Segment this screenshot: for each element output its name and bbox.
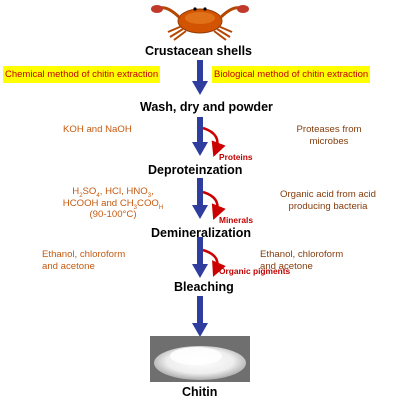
chitin-powder-image	[150, 336, 250, 382]
biological-reagent-deproteinization: Proteases from microbes	[296, 124, 362, 147]
removal-arrow-minerals	[202, 190, 226, 220]
arrow-5	[192, 296, 208, 337]
removed-proteins-label: Proteins	[219, 152, 253, 162]
removed-minerals-label: Minerals	[219, 215, 253, 225]
step-bleaching-label: Bleaching	[174, 280, 234, 294]
chemical-reagent-line-3: (90-100°C)	[89, 209, 137, 220]
arrow-4	[192, 237, 208, 278]
removed-pigments-label: Organic pigments	[219, 266, 291, 276]
flow-arrows	[192, 60, 208, 337]
chemical-reagent-demineralization: H2SO4, HCl, HNO3, HCOOH and CH3COOH (90-…	[48, 186, 178, 221]
biological-reagent-bleaching: Ethanol, chloroform and acetone	[260, 249, 344, 272]
product-label: Chitin	[182, 385, 218, 399]
crab-icon	[151, 5, 249, 41]
step-demineralization-label: Demineralization	[151, 226, 252, 240]
chemical-reagent-line-2: HCOOH and CH3COOH	[62, 197, 164, 211]
chemical-method-label: Chemical method of chitin extraction	[3, 66, 161, 83]
step-wash-label: Wash, dry and powder	[140, 100, 273, 114]
arrow-1	[192, 60, 208, 95]
removal-arrow-proteins	[202, 126, 226, 158]
chemical-reagent-deproteinization: KOH and NaOH	[63, 124, 132, 135]
biological-method-label: Biological method of chitin extraction	[212, 66, 371, 83]
removal-arrows	[202, 126, 226, 277]
source-label: Crustacean shells	[145, 44, 252, 58]
chemical-reagent-bleaching: Ethanol, chloroform and acetone	[42, 249, 126, 272]
removal-arrow-pigments	[202, 248, 226, 277]
arrow-3	[192, 178, 208, 219]
biological-reagent-demineralization: Organic acid from acid producing bacteri…	[280, 189, 376, 212]
arrow-2	[192, 117, 208, 156]
chemical-reagent-line-1: H2SO4, HCl, HNO3,	[72, 186, 154, 199]
step-deproteinization-label: Deproteinzation	[148, 163, 243, 177]
